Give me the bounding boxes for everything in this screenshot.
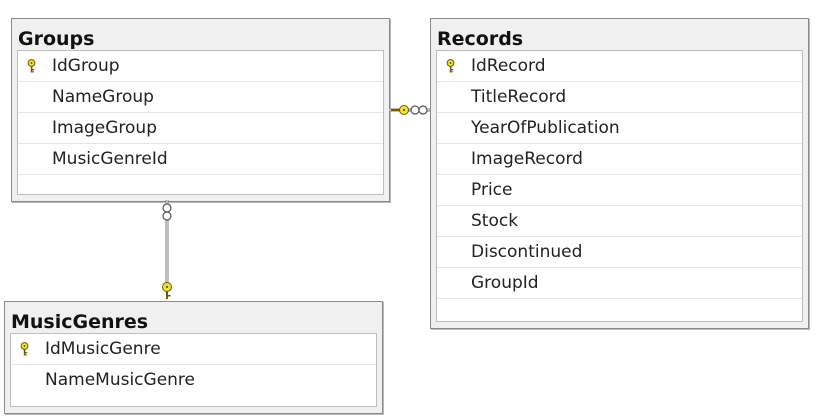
column-row[interactable]: TitleRecord: [437, 82, 802, 113]
column-name: YearOfPublication: [471, 118, 620, 138]
relationship-groups-musicgenres[interactable]: [162, 200, 172, 299]
table-records[interactable]: Records IdRecord TitleRecord YearOfPubli…: [430, 18, 809, 329]
column-row[interactable]: Price: [437, 175, 802, 206]
key-icon: [162, 282, 172, 299]
column-row[interactable]: Discontinued: [437, 237, 802, 268]
column-name: ImageRecord: [471, 149, 583, 169]
column-name: Stock: [471, 211, 519, 231]
table-groups[interactable]: Groups IdGroup NameGroup ImageGroup Musi…: [11, 18, 390, 202]
column-name: TitleRecord: [471, 87, 567, 107]
infinity-icon: [410, 105, 428, 115]
table-columns: IdMusicGenre NameMusicGenre: [10, 333, 377, 407]
column-row[interactable]: ImageRecord: [437, 144, 802, 175]
table-title: Records: [437, 28, 524, 50]
column-name: IdMusicGenre: [45, 339, 161, 359]
column-name: MusicGenreId: [52, 149, 168, 169]
column-name: Price: [471, 180, 513, 200]
column-row[interactable]: NameMusicGenre: [11, 365, 376, 395]
table-title: Groups: [18, 28, 95, 50]
column-row[interactable]: NameGroup: [18, 82, 383, 113]
column-name: NameGroup: [52, 87, 154, 107]
table-columns: IdGroup NameGroup ImageGroup MusicGenreI…: [17, 50, 384, 195]
key-icon: [391, 105, 409, 115]
column-row[interactable]: YearOfPublication: [437, 113, 802, 144]
table-musicgenres[interactable]: MusicGenres IdMusicGenre NameMusicGenre: [4, 301, 383, 414]
key-icon: [27, 59, 36, 73]
key-icon: [446, 59, 455, 73]
key-icon: [20, 342, 29, 356]
column-row[interactable]: MusicGenreId: [18, 144, 383, 175]
table-title: MusicGenres: [11, 311, 149, 333]
infinity-icon: [162, 203, 172, 221]
column-name: GroupId: [471, 273, 539, 293]
column-name: IdGroup: [52, 56, 120, 76]
column-row[interactable]: IdRecord: [437, 51, 802, 82]
table-columns: IdRecord TitleRecord YearOfPublication I…: [436, 50, 803, 322]
column-name: ImageGroup: [52, 118, 157, 138]
column-name: IdRecord: [471, 56, 546, 76]
column-row[interactable]: IdMusicGenre: [11, 334, 376, 365]
column-name: Discontinued: [471, 242, 583, 262]
column-name: NameMusicGenre: [45, 370, 196, 390]
column-row[interactable]: ImageGroup: [18, 113, 383, 144]
column-row[interactable]: IdGroup: [18, 51, 383, 82]
column-row[interactable]: Stock: [437, 206, 802, 237]
column-row[interactable]: GroupId: [437, 268, 802, 299]
relationship-groups-records[interactable]: [389, 105, 430, 115]
